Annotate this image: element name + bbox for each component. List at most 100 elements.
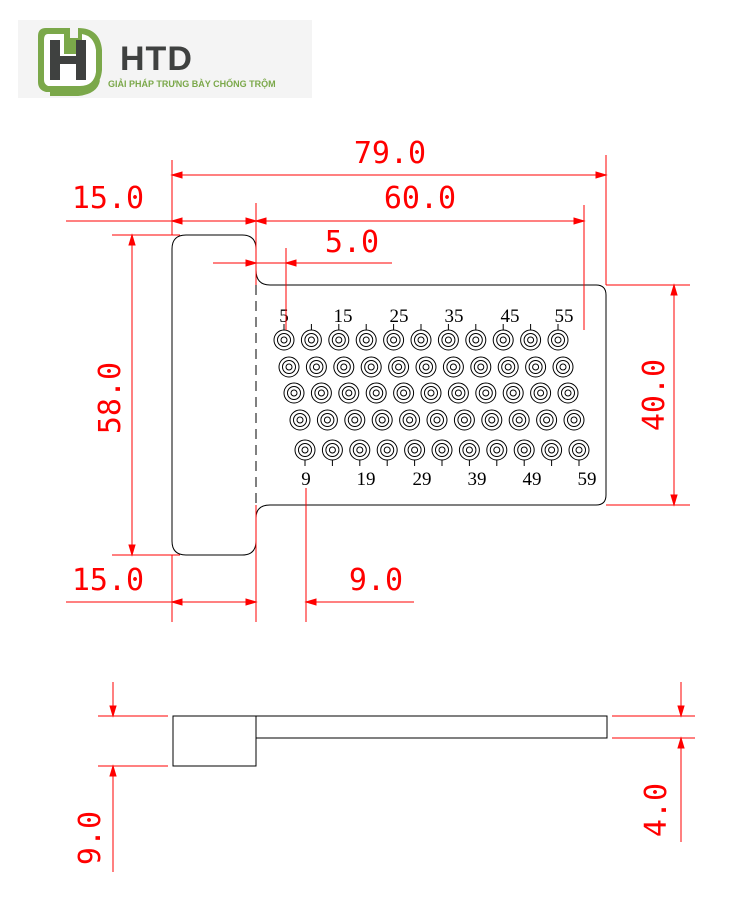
pin-labels: 5 15 25 35 45 55 9 19 29 39 49 59 bbox=[279, 306, 596, 490]
pin-hole bbox=[539, 413, 554, 427]
pin-hole bbox=[362, 336, 370, 344]
pin-hole bbox=[351, 416, 359, 424]
pin-hole bbox=[317, 389, 325, 397]
pin-hole bbox=[532, 363, 540, 371]
pin-hole bbox=[497, 356, 519, 378]
pin-hole bbox=[475, 382, 497, 404]
pin-hole bbox=[305, 356, 327, 378]
pin-hole bbox=[478, 386, 493, 400]
pin-label-19: 19 bbox=[357, 469, 376, 490]
pin-hole bbox=[369, 386, 384, 400]
pin-hole bbox=[396, 386, 411, 400]
pin-hole bbox=[364, 360, 379, 374]
pin-hole bbox=[520, 446, 528, 454]
pin-hole bbox=[325, 443, 340, 457]
pin-hole bbox=[499, 336, 507, 344]
pin-hole bbox=[289, 409, 311, 431]
pin-hole bbox=[446, 360, 461, 374]
pin-hole bbox=[488, 416, 496, 424]
pin-hole bbox=[301, 446, 309, 454]
pin-hole bbox=[340, 363, 348, 371]
pin-hole bbox=[502, 382, 524, 404]
pin-hole bbox=[468, 333, 483, 347]
pin-label-39: 39 bbox=[468, 469, 487, 490]
pin-hole bbox=[419, 360, 433, 374]
pin-hole bbox=[424, 386, 438, 400]
pin-hole bbox=[481, 409, 503, 431]
brand-logo: HTD GIẢI PHÁP TRƯNG BÀY CHỐNG TRỘM bbox=[18, 20, 312, 98]
pin-hole bbox=[352, 443, 367, 457]
brand-tagline: GIẢI PHÁP TRƯNG BÀY CHỐNG TRỘM bbox=[108, 79, 276, 89]
pin-hole bbox=[435, 443, 449, 457]
pin-hole bbox=[489, 443, 504, 457]
pin-hole bbox=[383, 446, 391, 454]
pin-hole bbox=[449, 363, 457, 371]
pin-hole bbox=[285, 363, 293, 371]
pin-hole bbox=[420, 382, 442, 404]
pin-hole bbox=[552, 356, 574, 378]
pin-hole bbox=[422, 363, 430, 371]
pin-hole bbox=[307, 336, 315, 344]
pin-label-9: 9 bbox=[301, 469, 311, 490]
pin-hole bbox=[390, 336, 398, 344]
pin-hole bbox=[441, 333, 456, 347]
pin-hole bbox=[557, 382, 579, 404]
pin-hole bbox=[365, 382, 387, 404]
pin-hole bbox=[426, 409, 448, 431]
pin-hole bbox=[554, 336, 562, 344]
pin-hole bbox=[399, 409, 421, 431]
dim-board-thickness: 4.0 bbox=[639, 783, 674, 837]
pin-hole bbox=[427, 389, 435, 397]
pin-hole bbox=[533, 386, 548, 400]
pin-hole bbox=[537, 389, 545, 397]
pin-label-45: 45 bbox=[501, 306, 520, 327]
pin-hole bbox=[512, 413, 527, 427]
dim-hole-offset: 5.0 bbox=[325, 225, 379, 260]
pin-hole bbox=[356, 446, 364, 454]
pin-hole bbox=[517, 443, 532, 457]
pin-hole bbox=[567, 413, 581, 427]
pin-hole bbox=[293, 413, 307, 427]
pin-label-25: 25 bbox=[390, 306, 409, 327]
pin-hole bbox=[336, 360, 351, 374]
pin-hole bbox=[414, 333, 428, 347]
pin-hole bbox=[372, 389, 380, 397]
pin-hole bbox=[320, 413, 335, 427]
pin-hole bbox=[506, 386, 521, 400]
pin-hole bbox=[380, 443, 395, 457]
pin-hole bbox=[411, 446, 419, 454]
pin-hole bbox=[465, 446, 473, 454]
pin-hole bbox=[296, 416, 304, 424]
pin-hole bbox=[331, 333, 346, 347]
pin-hole bbox=[482, 389, 490, 397]
pin-hole bbox=[344, 409, 366, 431]
pin-hole bbox=[442, 356, 464, 378]
pin-hole bbox=[548, 446, 556, 454]
pin-label-15: 15 bbox=[334, 306, 353, 327]
dim-board-height: 40.0 bbox=[637, 359, 672, 431]
pin-hole bbox=[454, 389, 462, 397]
pin-hole bbox=[473, 360, 488, 374]
pin-hole bbox=[559, 363, 567, 371]
pin-hole bbox=[501, 360, 516, 374]
pin-hole bbox=[447, 382, 469, 404]
pin-label-29: 29 bbox=[413, 469, 432, 490]
pin-hole bbox=[472, 336, 480, 344]
pin-hole bbox=[444, 336, 452, 344]
pin-hole bbox=[572, 443, 586, 457]
pin-hole bbox=[484, 413, 499, 427]
pin-hole bbox=[367, 363, 375, 371]
pin-hole bbox=[543, 416, 551, 424]
pin-hole bbox=[371, 409, 393, 431]
pin-hole bbox=[280, 336, 288, 344]
pin-hole bbox=[415, 356, 437, 378]
pin-hole bbox=[433, 416, 441, 424]
dim-board-width: 60.0 bbox=[384, 181, 456, 216]
pin-hole bbox=[406, 416, 414, 424]
pin-hole bbox=[333, 356, 355, 378]
pin-hole bbox=[347, 413, 362, 427]
pin-label-49: 49 bbox=[523, 469, 542, 490]
pin-hole bbox=[551, 333, 565, 347]
pin-hole bbox=[536, 409, 558, 431]
